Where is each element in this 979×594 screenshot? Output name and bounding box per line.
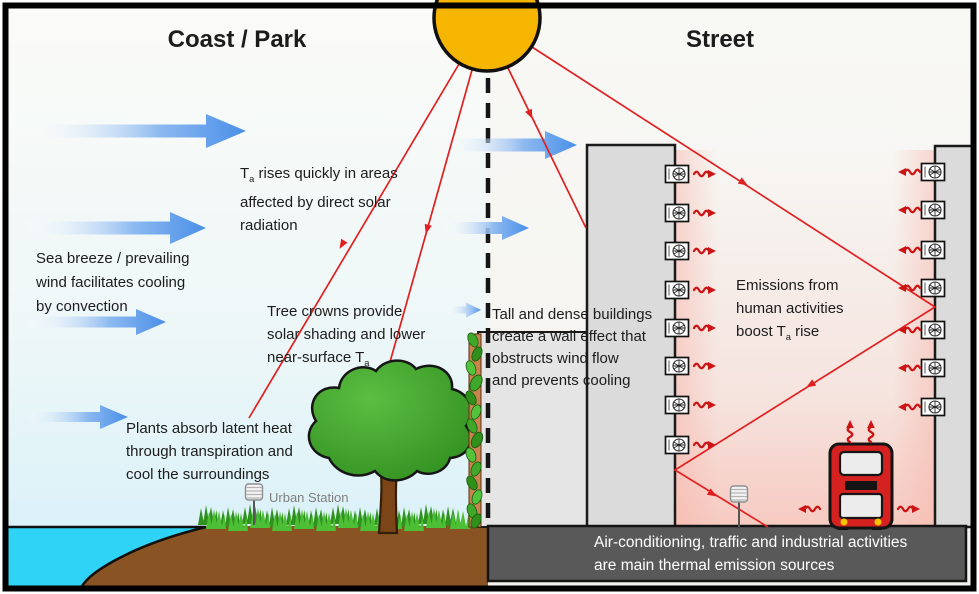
solar-ray-icon: [531, 46, 937, 528]
ac-unit-icon: [664, 280, 690, 300]
tree-icon: [307, 359, 473, 535]
annotation-sea-breeze: Sea breeze / prevailing wind facilitates…: [36, 247, 189, 319]
annotation-line: Ta rises quickly in areas: [240, 165, 398, 184]
bus-heat-squiggles: [796, 420, 922, 515]
ac-unit-icon: [920, 240, 946, 260]
solar-ray-icon: [248, 63, 460, 419]
wind-arrow-icon: [26, 212, 206, 244]
annotation-line: Air-conditioning, traffic and industrial…: [594, 534, 908, 551]
solar-ray-icon: [389, 69, 473, 363]
heat-squiggle-icon: [846, 425, 854, 444]
annotation-line: solar shading and lower: [267, 326, 426, 343]
ac-unit-icon: [920, 200, 946, 220]
street-floor-bar: [486, 524, 968, 583]
ac-unit-icon: [920, 358, 946, 378]
sun-icon: [432, 0, 542, 73]
annotation-solar: Ta rises quickly in areas affected by di…: [240, 162, 398, 237]
bus-windshield: [838, 492, 884, 520]
annotation-line: wind facilitates cooling: [36, 274, 186, 291]
ac-unit-icon: [920, 278, 946, 298]
annotation-tree: Tree crowns provide solar shading and lo…: [267, 300, 425, 375]
annotation-line: affected by direct solar: [240, 194, 391, 211]
annotation-line: Tree crowns provide: [267, 303, 403, 320]
solar-ray-icon: [507, 67, 587, 229]
annotation-line: obstructs wind flow: [492, 350, 619, 367]
annotation-line: Emissions from: [736, 277, 839, 294]
tree-crown: [307, 359, 473, 482]
wind-arrow-icon: [446, 131, 577, 159]
annotation-line: Tall and dense buildings: [492, 306, 653, 323]
wind-arrow-icon: [26, 309, 166, 335]
bus-headlight: [840, 518, 848, 526]
annotation-line: near-surface Ta: [267, 349, 370, 368]
wind-arrows: [26, 114, 577, 429]
annotation-line: boost Ta rise: [736, 323, 820, 342]
heat-squiggle-icon: [867, 425, 875, 444]
bus-upper-window: [838, 450, 884, 477]
annotation-line: Plants absorb latent heat: [126, 420, 292, 437]
ac-unit-icon: [920, 397, 946, 417]
wind-arrow-icon: [444, 216, 529, 240]
annotation-line: by convection: [36, 298, 128, 315]
ac-unit-icon: [664, 395, 690, 415]
urban-station-label: Urban Station: [269, 490, 349, 505]
annotation-line: create a wall effect that: [492, 328, 646, 345]
wind-arrow-icon: [26, 405, 128, 429]
ac-unit-icon: [664, 318, 690, 338]
bus-icon: [828, 442, 894, 530]
annotation-line: are main thermal emission sources: [594, 557, 835, 574]
ac-unit-icon: [664, 203, 690, 223]
bus-destination-sign: [845, 481, 877, 490]
ground-soil: [82, 526, 488, 586]
bus-headlight: [874, 518, 882, 526]
annotation-line: human activities: [736, 300, 844, 317]
bottom-bar-caption: Air-conditioning, traffic and industrial…: [594, 531, 907, 577]
wind-arrow-icon: [30, 114, 246, 148]
annotation-line: radiation: [240, 217, 298, 234]
ac-unit-icon: [920, 162, 946, 182]
title-street: Street: [685, 26, 755, 53]
annotation-wall-effect: Tall and dense buildings create a wall e…: [492, 304, 652, 392]
annotation-line: through transpiration and: [126, 443, 293, 460]
annotation-line: and prevents cooling: [492, 372, 631, 389]
annotation-emissions: Emissions from human activities boost Ta…: [736, 274, 844, 349]
shoreline: [8, 525, 207, 587]
ac-unit-icon: [664, 435, 690, 455]
ac-unit-icon: [920, 320, 946, 340]
ac-unit-icon: [664, 356, 690, 376]
green-wall-icon: [463, 330, 486, 531]
annotation-line: Sea breeze / prevailing: [36, 250, 190, 267]
wind-arrow-icon: [448, 302, 481, 318]
annotation-plants: Plants absorb latent heat through transp…: [126, 417, 293, 486]
title-coast-park: Coast / Park: [167, 26, 307, 53]
ac-unit-icon: [664, 164, 690, 184]
ac-unit-icon: [664, 241, 690, 261]
solar-rays: [248, 46, 937, 528]
annotation-line: cool the surroundings: [126, 466, 270, 483]
